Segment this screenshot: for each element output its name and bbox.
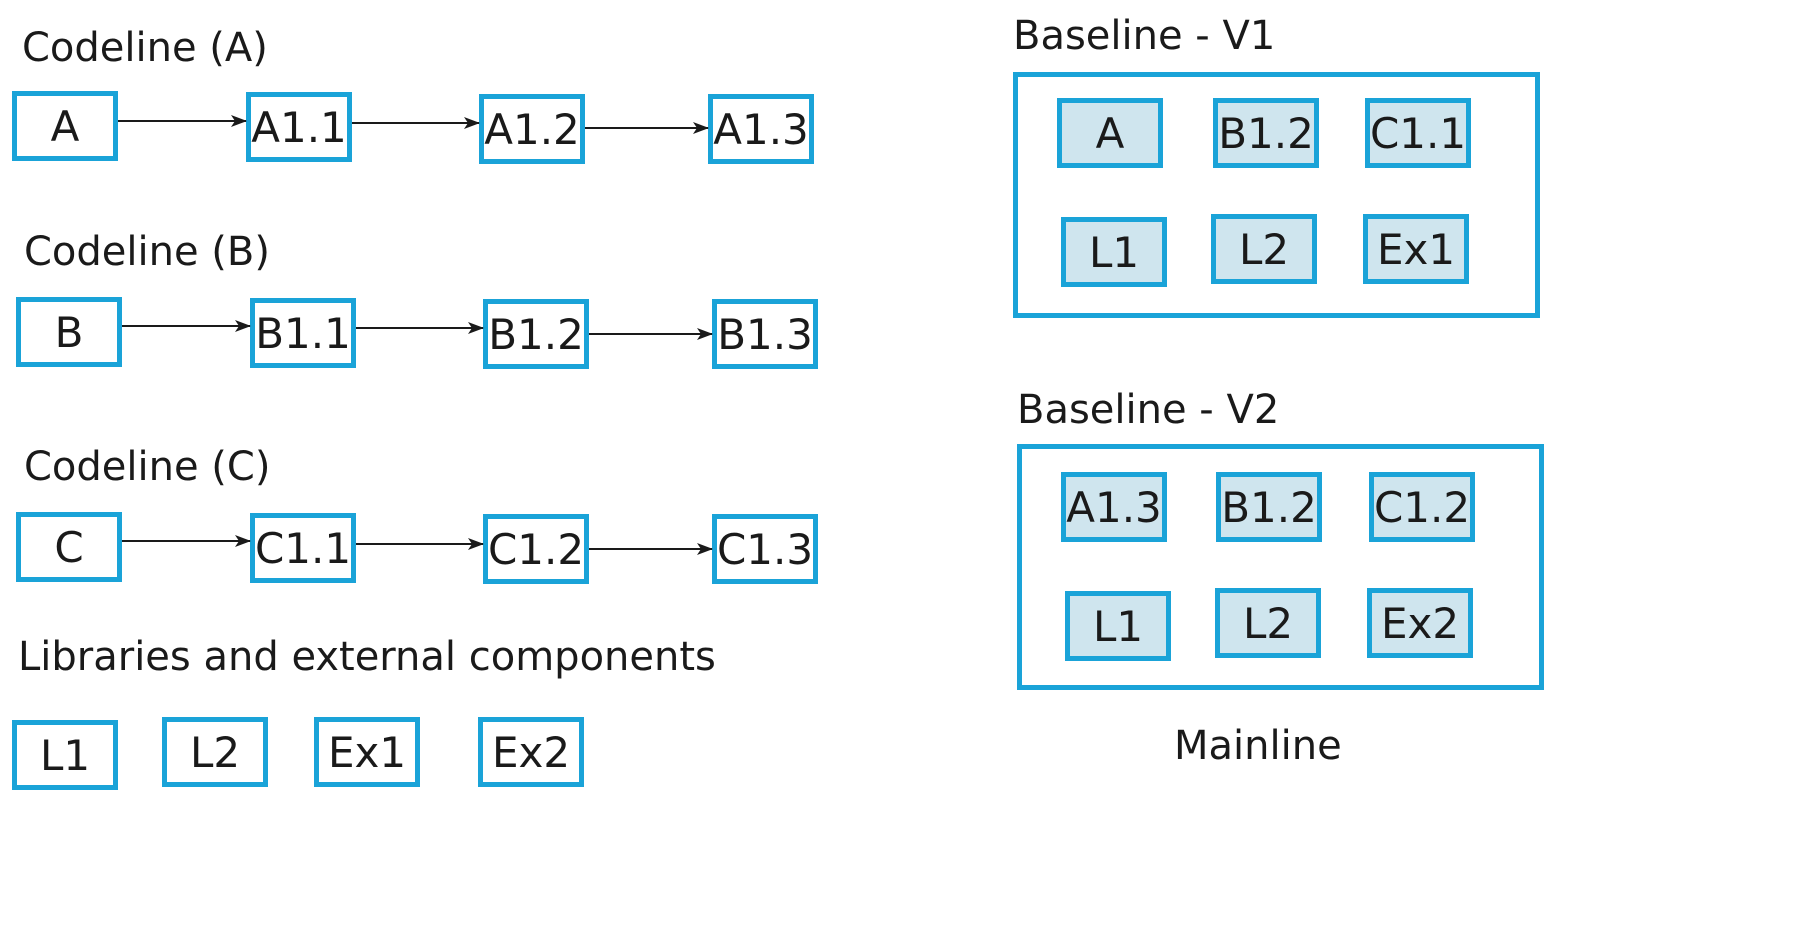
baseline-v1-box-b12: B1.2 — [1213, 98, 1319, 168]
library-box-l1: L1 — [12, 720, 118, 790]
baseline-v2-box-b12: B1.2 — [1216, 472, 1322, 542]
baseline-v2-box-l1: L1 — [1065, 591, 1171, 661]
codeline-c-title: Codeline (C) — [24, 444, 271, 490]
baseline-v2-box-a13: A1.3 — [1061, 472, 1167, 542]
libraries-title: Libraries and external components — [18, 634, 716, 680]
codeline-a-box-1: A1.1 — [246, 92, 352, 162]
baseline-v2-box-l2: L2 — [1215, 588, 1321, 658]
codeline-a-box-2: A1.2 — [479, 94, 585, 164]
baseline-v2-box-ex2: Ex2 — [1367, 588, 1473, 658]
codeline-c-box-3: C1.3 — [712, 514, 818, 584]
library-box-ex1: Ex1 — [314, 717, 420, 787]
codeline-c-box-1: C1.1 — [250, 513, 356, 583]
codeline-b-title: Codeline (B) — [24, 229, 270, 275]
baseline-v2-container — [1017, 444, 1544, 690]
codeline-b-box-2: B1.2 — [483, 299, 589, 369]
baseline-v1-title: Baseline - V1 — [1013, 13, 1276, 59]
baseline-v1-box-ex1: Ex1 — [1363, 214, 1469, 284]
library-box-l2: L2 — [162, 717, 268, 787]
baseline-v1-box-l2: L2 — [1211, 214, 1317, 284]
library-box-ex2: Ex2 — [478, 717, 584, 787]
baseline-v1-container — [1013, 72, 1540, 318]
codeline-c-box-0: C — [16, 512, 122, 582]
codeline-a-title: Codeline (A) — [22, 25, 268, 71]
codeline-a-box-0: A — [12, 91, 118, 161]
baseline-v2-title: Baseline - V2 — [1017, 387, 1280, 433]
baseline-v1-box-a: A — [1057, 98, 1163, 168]
baseline-v2-box-c12: C1.2 — [1369, 472, 1475, 542]
codeline-b-box-3: B1.3 — [712, 299, 818, 369]
codeline-b-box-1: B1.1 — [250, 298, 356, 368]
codeline-c-box-2: C1.2 — [483, 514, 589, 584]
codeline-b-box-0: B — [16, 297, 122, 367]
mainline-label: Mainline — [1174, 723, 1342, 769]
baseline-v1-box-c11: C1.1 — [1365, 98, 1471, 168]
baseline-v1-box-l1: L1 — [1061, 217, 1167, 287]
codeline-a-box-3: A1.3 — [708, 94, 814, 164]
